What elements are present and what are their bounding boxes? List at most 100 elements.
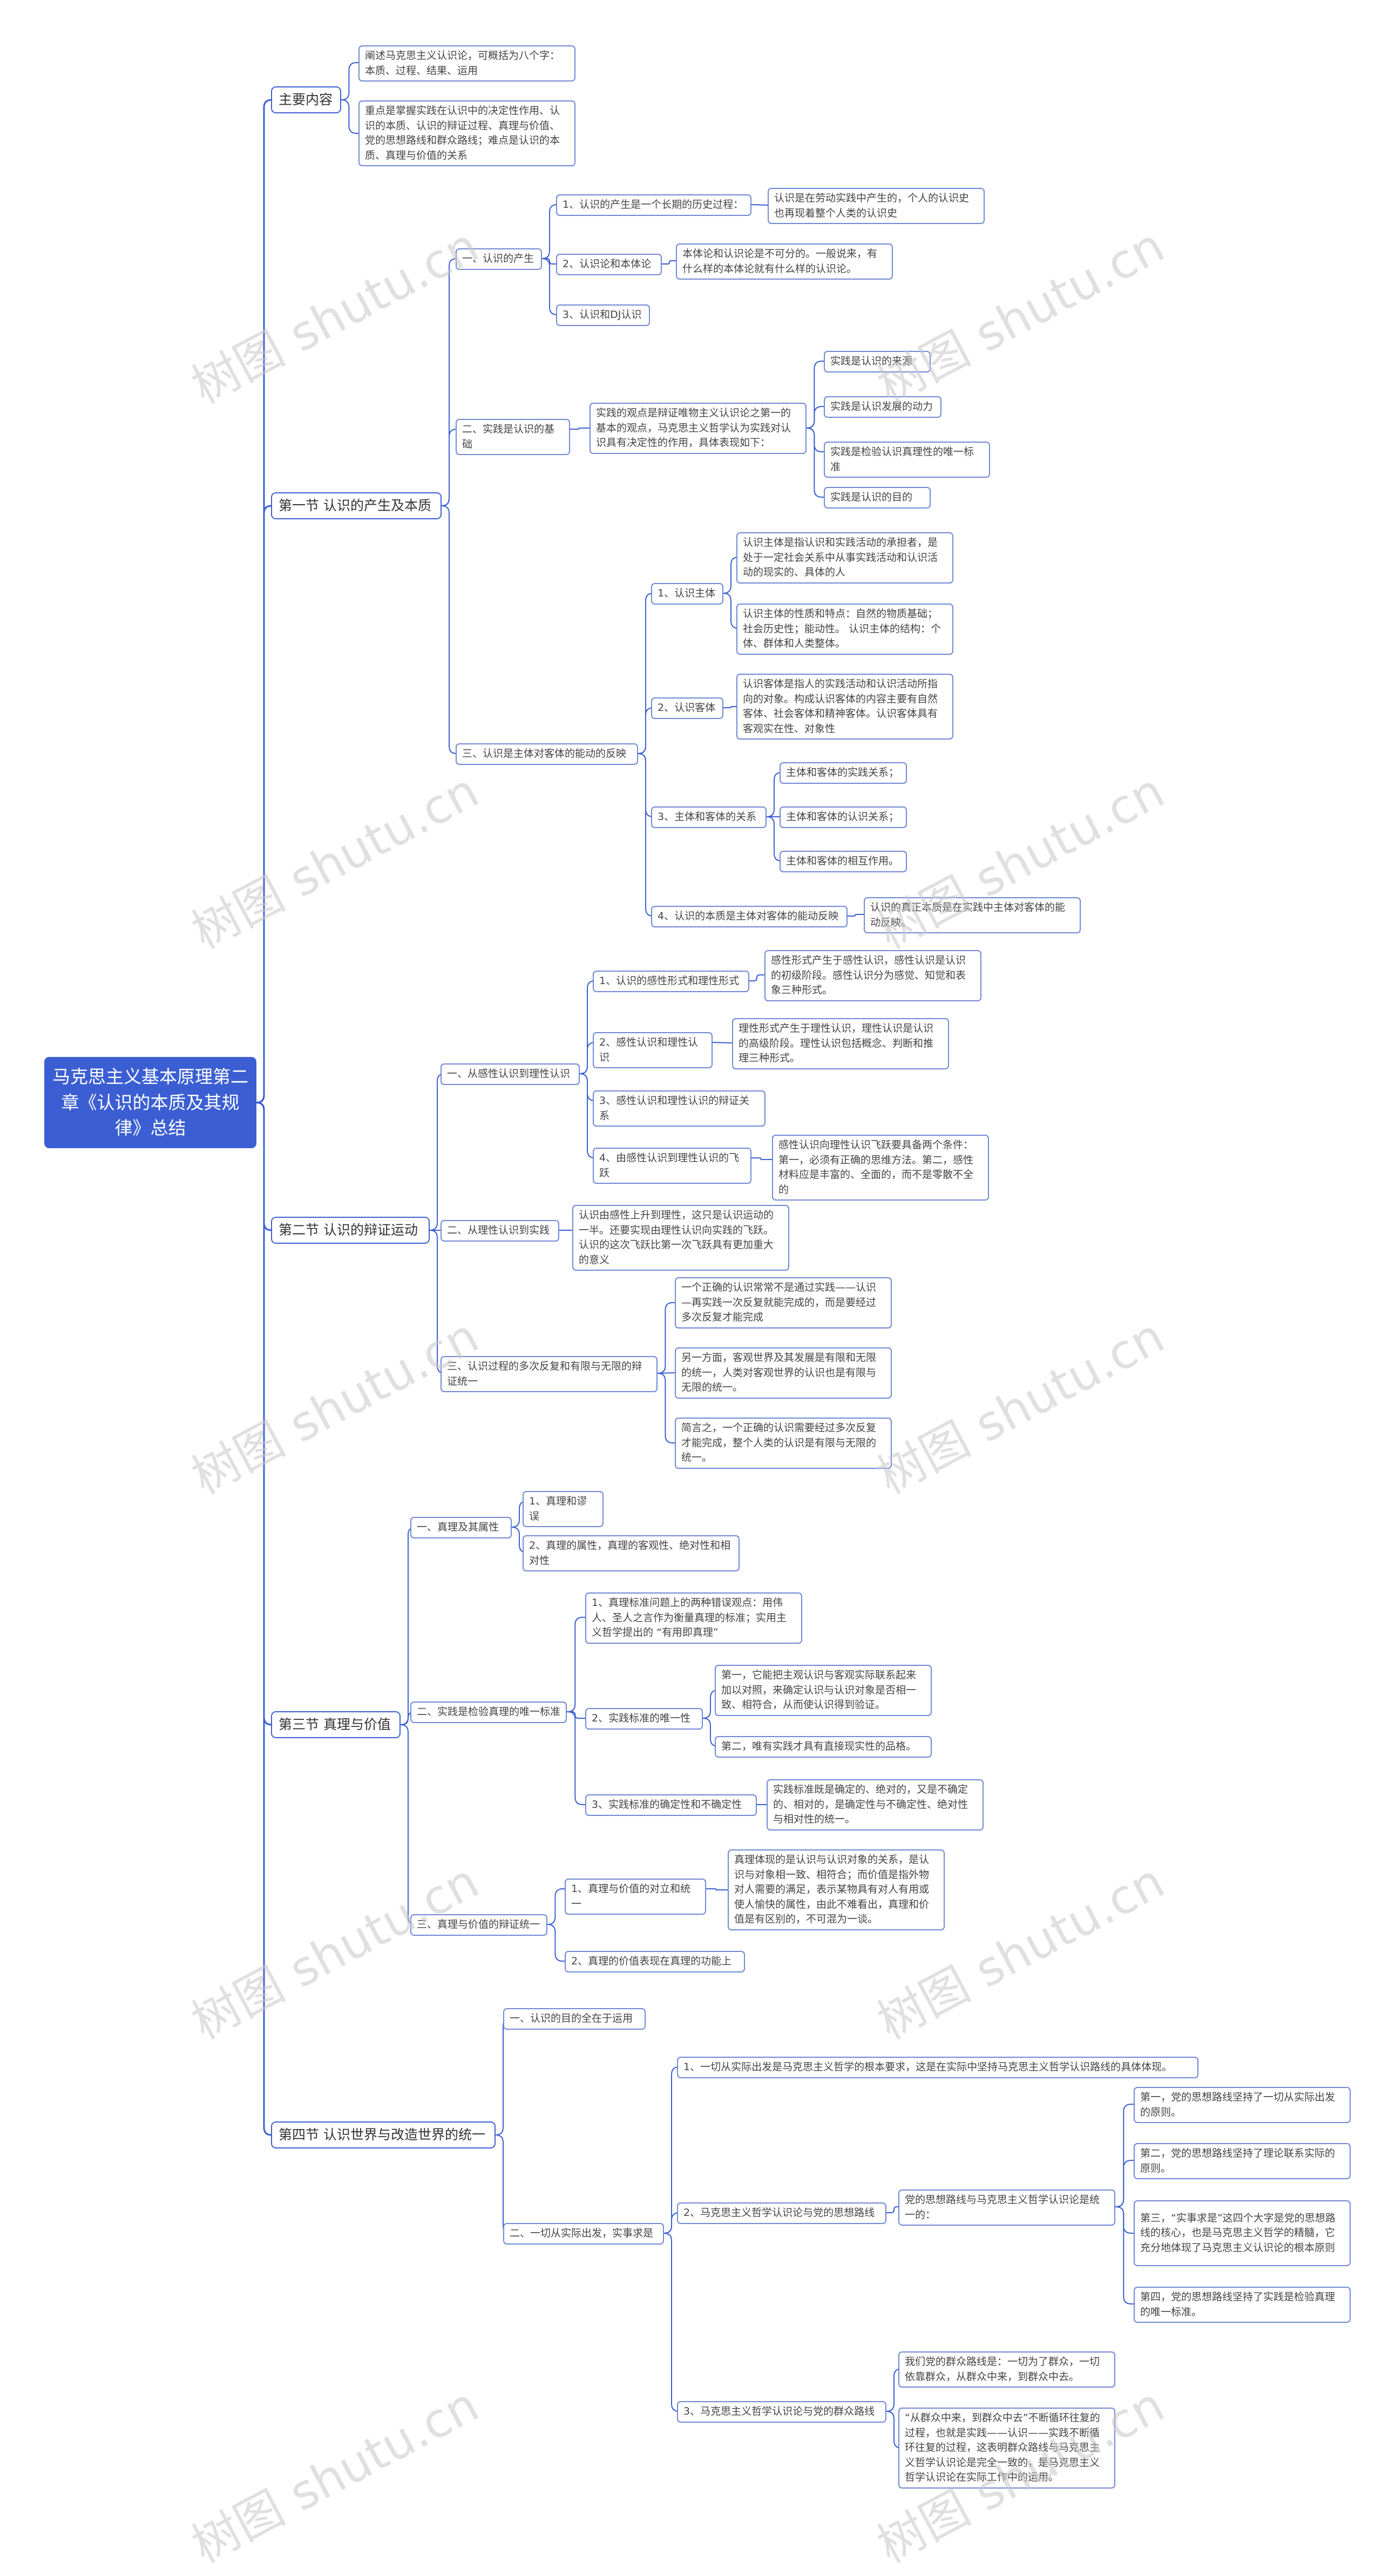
section-topic-s0[interactable]: 主要内容 — [271, 86, 341, 113]
topic-node-s1_2a[interactable]: 实践的观点是辩证唯物主义认识论之第一的基本的观点，马克思主义哲学认为实践对认识具… — [590, 403, 807, 454]
topic-node-s0_a[interactable]: 阐述马克思主义认识论，可概括为八个字：本质、过程、结果、运用 — [358, 45, 575, 82]
topic-node-s3_2_2b[interactable]: 第二，唯有实践才具有直接现实性的品格。 — [715, 1736, 932, 1758]
connector-s3_2_1 — [567, 1617, 585, 1712]
topic-node-s1_1_3[interactable]: 3、认识和DJ认识 — [556, 304, 650, 326]
topic-node-s2_3c[interactable]: 简言之，一个正确的认识需要经过多次反复才能完成，整个人类的认识是有限与无限的统一… — [675, 1418, 892, 1469]
topic-node-s3_2_3a[interactable]: 实践标准既是确定的、绝对的，又是不确定的、相对的，是确定性与不确定性、绝对性与相… — [767, 1779, 984, 1831]
connector-s3_1 — [400, 1527, 416, 1725]
topic-node-s4_2_1[interactable]: 1、一切从实际出发是马克思主义哲学的根本要求，这是在实际中坚持马克思主义哲学认识… — [677, 2057, 1198, 2078]
topic-node-s1_2[interactable]: 二、实践是认识的基础 — [456, 419, 570, 456]
section-topic-s4[interactable]: 第四节 认识世界与改造世界的统一 — [271, 2121, 496, 2148]
topic-node-s2_1_2[interactable]: 2、感性认识和理性认识 — [593, 1032, 713, 1069]
topic-node-s1_3_1b[interactable]: 认识主体的性质和特点：自然的物质基础；社会历史性；能动性。 认识主体的结构：个体… — [736, 604, 953, 655]
topic-node-s2_1_2a[interactable]: 理性形式产生于理性认识，理性认识是认识的高级阶段。理性认识包括概念、判断和推理三… — [732, 1018, 949, 1069]
topic-node-s4_2_3b[interactable]: “从群众中来，到群众中去”不断循环往复的过程，也就是实践——认识——实践不断循环… — [898, 2408, 1115, 2489]
connector-s1_3_3c — [766, 816, 782, 862]
topic-node-s2_3b[interactable]: 另一方面，客观世界及其发展是有限和无限的统一，人类对客观世界的认识也是有限与无限… — [675, 1347, 892, 1399]
topic-node-s1_1[interactable]: 一、认识的产生 — [456, 248, 542, 270]
connector-s2_1_4 — [579, 1073, 595, 1158]
topic-node-s1_1_1a[interactable]: 认识是在劳动实践中产生的，个人的认识史也再现着整个人类的认识史 — [768, 188, 985, 225]
topic-node-s3_3_1[interactable]: 1、真理与价值的对立和统一 — [565, 1879, 706, 1915]
topic-node-s4_2_2a2[interactable]: 第二，党的思想路线坚持了理论联系实际的原则。 — [1134, 2143, 1351, 2180]
topic-node-s1_3_1a[interactable]: 认识主体是指认识和实践活动的承担者，是处于一定社会关系中从事实践活动和认识活动的… — [736, 532, 953, 584]
connector-s4_2_2a4 — [1115, 2206, 1134, 2304]
topic-node-s1_1_1[interactable]: 1、认识的产生是一个长期的历史过程： — [556, 194, 751, 216]
topic-node-s1_3_4[interactable]: 4、认识的本质是主体对客体的能动反映 — [651, 906, 848, 927]
topic-node-s1_3_4a[interactable]: 认识的真正本质是在实践中主体对客体的能动反映。 — [864, 897, 1081, 934]
connector-s1_3_4a — [848, 914, 864, 917]
topic-node-s2_2[interactable]: 二、从理性认识到实践 — [441, 1220, 559, 1242]
topic-node-s1_3_1[interactable]: 1、认识主体 — [651, 583, 723, 605]
topic-node-s2_1_4[interactable]: 4、由感性认识到理性认识的飞跃 — [593, 1148, 751, 1184]
topic-node-s3_2_1[interactable]: 1、真理标准问题上的两种错误观点：用伟人、圣人之言作为衡量真理的标准；实用主义哲… — [585, 1592, 802, 1644]
topic-node-s3_1[interactable]: 一、真理及其属性 — [410, 1517, 512, 1538]
topic-node-s3_2[interactable]: 二、实践是检验真理的唯一标准 — [410, 1701, 567, 1723]
topic-node-s4_2_2a[interactable]: 党的思想路线与马克思主义哲学认识论是统一的： — [898, 2189, 1115, 2226]
topic-node-s1_3_3[interactable]: 3、主体和客体的关系 — [651, 806, 767, 828]
connector-s3_2_3 — [567, 1711, 585, 1805]
topic-node-s2_1_3[interactable]: 3、感性认识和理性认识的辩证关系 — [593, 1090, 765, 1127]
topic-node-s1_3[interactable]: 三、认识是主体对客体的能动的反映 — [456, 743, 638, 765]
connector-s1_3_4 — [638, 753, 654, 917]
topic-node-s1_1_2a[interactable]: 本体论和认识论是不可分的。一般说来，有什么样的本体论就有什么样的认识论。 — [676, 243, 893, 280]
topic-node-s3_3_2[interactable]: 2、真理的价值表现在真理的功能上 — [565, 1951, 745, 1972]
connector-s2_1_2a — [712, 1042, 733, 1043]
connector-s4_2_2a1 — [1115, 2104, 1134, 2207]
connector-s4_1 — [495, 2018, 511, 2136]
connector-s2_1_1a — [749, 974, 764, 981]
connector-s1_2a3 — [807, 428, 824, 452]
topic-node-s4_2_3[interactable]: 3、马克思主义哲学认识论与党的群众路线 — [677, 2401, 886, 2423]
connector-s3_3_2 — [547, 1924, 565, 1962]
section-topic-s2[interactable]: 第二节 认识的辩证运动 — [271, 1217, 430, 1244]
topic-node-s2_1_1[interactable]: 1、认识的感性形式和理性形式 — [593, 971, 749, 992]
connector-s2_3 — [429, 1230, 445, 1374]
connector-s3_3 — [400, 1724, 416, 1925]
topic-node-s3_1_1[interactable]: 1、真理和谬误 — [523, 1491, 604, 1528]
topic-node-s1_1_2[interactable]: 2、认识论和本体论 — [556, 254, 662, 275]
connector-s4_2_3 — [663, 2233, 680, 2412]
topic-node-s2_1_4a[interactable]: 感性认识向理性认识飞跃要具备两个条件：第一，必须有正确的思维方法。第二，感性材料… — [772, 1135, 989, 1201]
connector-s1_3_3a — [766, 772, 782, 817]
topic-node-s3_2_2[interactable]: 2、实践标准的唯一性 — [585, 1708, 703, 1730]
topic-node-s4_2_2[interactable]: 2、马克思主义哲学认识论与党的思想路线 — [677, 2202, 886, 2224]
topic-node-s3_3_1a[interactable]: 真理体现的是认识与认识对象的关系，是认识与对象相一致、相符合；而价值是指外物对人… — [728, 1849, 945, 1930]
connector-s3_3_1 — [547, 1888, 565, 1925]
topic-node-s1_3_3a[interactable]: 主体和客体的实践关系； — [780, 762, 907, 784]
topic-node-s1_2a3[interactable]: 实践是检验认识真理性的唯一标准 — [824, 442, 990, 478]
topic-node-s4_2_2a1[interactable]: 第一，党的思想路线坚持了一切从实际出发的原则。 — [1134, 2087, 1351, 2124]
connector-s1_1_2a — [662, 260, 676, 265]
connector-s2_1 — [429, 1073, 445, 1231]
topic-node-s1_3_2[interactable]: 2、认识客体 — [651, 697, 723, 719]
topic-node-s0_b[interactable]: 重点是掌握实践在认识中的决定性作用、认识的本质、认识的辩证过程、真理与价值、党的… — [358, 100, 575, 167]
topic-node-s1_2a1[interactable]: 实践是认识的来源 — [824, 351, 931, 372]
connector-s1_2a2 — [807, 406, 824, 429]
topic-node-s3_3[interactable]: 三、真理与价值的辩证统一 — [410, 1914, 547, 1936]
connector-s1_1_1 — [541, 204, 558, 259]
topic-node-s4_1[interactable]: 一、认识的目的全在于运用 — [503, 2008, 646, 2030]
section-topic-s1[interactable]: 第一节 认识的产生及本质 — [271, 492, 442, 519]
topic-node-s1_3_2a[interactable]: 认识客体是指人的实践活动和认识活动所指向的对象。构成认识客体的内容主要有自然客体… — [736, 674, 953, 740]
topic-node-s1_3_3c[interactable]: 主体和客体的相互作用。 — [780, 851, 907, 872]
topic-node-s1_2a4[interactable]: 实践是认识的目的 — [824, 487, 931, 509]
topic-node-s4_2_2a3[interactable]: 第三，“实事求是”这四个大字是党的思想路线的核心，也是马克思主义哲学的精髓，它充… — [1134, 2200, 1351, 2266]
topic-node-s2_2a[interactable]: 认识由感性上升到理性，这只是认识运动的一半。还要实现由理性认识向实践的飞跃。认识… — [572, 1205, 789, 1271]
topic-node-s2_3a[interactable]: 一个正确的认识常常不是通过实践——认识—再实践一次反复就能完成的，而是要经过多次… — [675, 1277, 892, 1328]
connector-s4_2_2a3 — [1115, 2206, 1134, 2234]
topic-node-s3_2_2a[interactable]: 第一，它能把主观认识与客观实际联系起来加以对照，来确定认识与认识对象是否相一致、… — [715, 1665, 932, 1716]
connector-s1_2a1 — [807, 361, 824, 429]
topic-node-s3_2_3[interactable]: 3、实践标准的确定性和不确定性 — [585, 1794, 757, 1816]
topic-node-s4_2[interactable]: 二、一切从实际出发，实事求是 — [503, 2223, 664, 2245]
topic-node-s4_2_3a[interactable]: 我们党的群众路线是：一切为了群众，一切依靠群众，从群众中来，到群众中去。 — [898, 2351, 1115, 2388]
connector-s3_2_2 — [567, 1711, 585, 1719]
topic-node-s2_3[interactable]: 三、认识过程的多次反复和有限与无限的辩证统一 — [441, 1356, 658, 1393]
root-topic[interactable]: 马克思主义基本原理第二章《认识的本质及其规律》总结 — [44, 1057, 256, 1148]
topic-node-s3_1_2[interactable]: 2、真理的属性，真理的客观性、绝对性和相对性 — [523, 1535, 740, 1572]
connector-s1 — [256, 505, 272, 1103]
topic-node-s1_2a2[interactable]: 实践是认识发展的动力 — [824, 396, 941, 418]
connector-s1_2 — [441, 429, 457, 506]
topic-node-s2_1[interactable]: 一、从感性认识到理性认识 — [441, 1063, 580, 1085]
topic-node-s4_2_2a4[interactable]: 第四，党的思想路线坚持了实践是检验真理的唯一标准。 — [1134, 2287, 1351, 2323]
topic-node-s1_3_3b[interactable]: 主体和客体的认识关系； — [780, 806, 907, 828]
section-topic-s3[interactable]: 第三节 真理与价值 — [271, 1711, 401, 1738]
topic-node-s2_1_1a[interactable]: 感性形式产生于感性认识，感性认识是认识的初级阶段。感性认识分为感觉、知觉和表象三… — [764, 950, 981, 1001]
